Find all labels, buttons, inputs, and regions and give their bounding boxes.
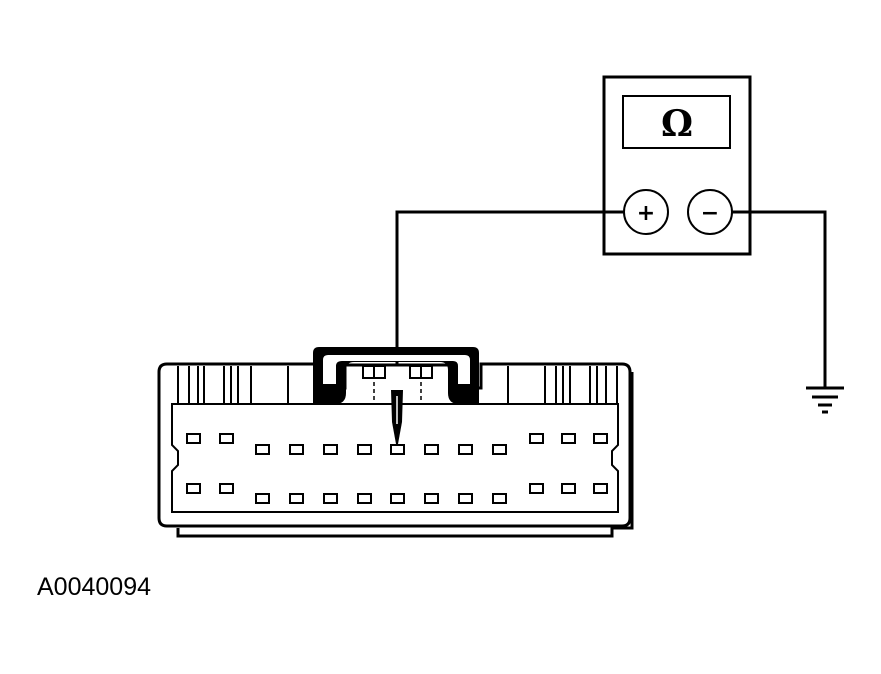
pin-cavity xyxy=(186,483,201,494)
pin-cavity xyxy=(593,433,608,444)
pin-cavity xyxy=(186,433,201,444)
meter-display xyxy=(622,95,731,149)
connector-shadow xyxy=(176,372,634,538)
positive-terminal-label: + xyxy=(637,201,655,226)
pin-cavity xyxy=(323,444,338,455)
pin-cavity xyxy=(458,444,473,455)
ohm-symbol: Ω xyxy=(661,103,693,145)
connector-latch xyxy=(313,347,479,404)
pin-cavity xyxy=(561,483,576,494)
pin-cavity xyxy=(390,444,405,455)
pin-cavities xyxy=(186,433,608,504)
pin-cavity xyxy=(424,444,439,455)
connector-latch-inner xyxy=(323,355,470,384)
pin-cavity xyxy=(357,444,372,455)
pin-cavity xyxy=(390,493,405,504)
positive-test-lead xyxy=(395,210,624,392)
pin-cavity xyxy=(593,483,608,494)
ohmmeter: Ω + − xyxy=(602,75,752,256)
connector-ribs-right xyxy=(507,366,618,404)
figure-id: A0040094 xyxy=(37,573,152,601)
ground-icon xyxy=(806,386,844,414)
pin-cavity xyxy=(357,493,372,504)
pin-cavity xyxy=(255,444,270,455)
pin-cavity xyxy=(289,493,304,504)
negative-terminal-label: − xyxy=(701,201,719,226)
pin-cavity xyxy=(529,433,544,444)
connector-face xyxy=(171,403,619,513)
pin-cavity xyxy=(219,433,234,444)
pin-cavity xyxy=(424,493,439,504)
connector-ribs-left xyxy=(177,366,289,404)
pin-cavity xyxy=(289,444,304,455)
pin-cavity xyxy=(561,433,576,444)
negative-test-lead xyxy=(732,210,827,387)
pin-cavity xyxy=(255,493,270,504)
pin-cavity xyxy=(323,493,338,504)
pin-cavity xyxy=(458,493,473,504)
pin-cavity xyxy=(492,493,507,504)
pin-cavity xyxy=(529,483,544,494)
probe-tip xyxy=(391,390,403,444)
pin-cavity xyxy=(492,444,507,455)
pin-cavity xyxy=(219,483,234,494)
connector xyxy=(157,347,634,538)
